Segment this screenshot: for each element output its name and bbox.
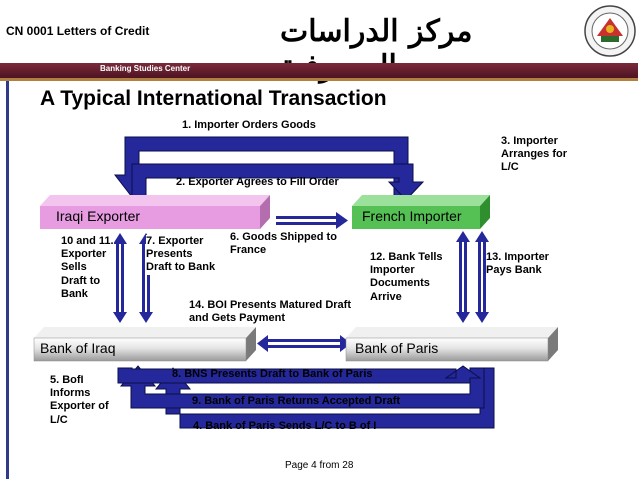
org-logo <box>583 3 637 59</box>
course-code: CN 0001 Letters of Credit <box>6 24 150 38</box>
step-7-label: 7. Exporter Presents Draft to Bank <box>146 235 216 275</box>
step-2-label: 2. Exporter Agrees to Fill Order <box>176 176 339 188</box>
box-bank-iraq-3d <box>33 327 256 362</box>
step-13-label: 13. Importer Pays Bank <box>486 251 549 278</box>
step-3-label: 3. Importer Arranges for L/C <box>501 135 568 174</box>
arrow-6-goods-shipped <box>276 212 348 229</box>
step-4-label: 4. Bank of Paris Sends L/C to B of I <box>193 420 377 432</box>
arrow-exporter-bank-left <box>113 233 127 323</box>
step-6-label: 6. Goods Shipped to France <box>230 231 337 257</box>
party-bank-paris-label: Bank of Paris <box>355 340 439 356</box>
step-1-label: 1. Importer Orders Goods <box>182 119 316 131</box>
box-bank-paris-3d <box>345 327 558 362</box>
slide-title: A Typical International Transaction <box>40 87 387 110</box>
step-12-label: 12. Bank Tells Importer Documents Arrive <box>370 251 443 304</box>
step-14-label: 14. BOI Presents Matured Draft and Gets … <box>189 299 351 325</box>
step-5-label: 5. BofI Informs Exporter of L/C <box>50 374 109 427</box>
page-number: Page 4 from 28 <box>285 460 354 471</box>
arrow-8-presents-draft <box>117 365 482 384</box>
box-importer-3d <box>352 195 490 229</box>
arrow-2-exporter-agrees <box>131 163 425 201</box>
step-8-label: 8. BNS Presents Draft to Bank of Paris <box>172 368 373 380</box>
arrow-importer-bank-left <box>456 231 470 323</box>
header-band <box>0 63 638 79</box>
org-name: Banking Studies Center <box>100 64 191 73</box>
step-9-label: 9. Bank of Paris Returns Accepted Draft <box>192 395 401 407</box>
arrow-importer-bank-right <box>475 231 489 323</box>
party-importer-label: French Importer <box>362 208 462 224</box>
arrow-14-between-banks <box>257 335 351 352</box>
header-band-stripe <box>0 78 638 81</box>
box-exporter-3d <box>40 195 270 229</box>
party-bank-iraq-label: Bank of Iraq <box>40 340 116 356</box>
party-exporter-label: Iraqi Exporter <box>56 208 141 224</box>
left-accent-bar <box>6 81 9 479</box>
step-10-11-label: 10 and 11. Exporter Sells Draft to Bank <box>61 235 114 301</box>
